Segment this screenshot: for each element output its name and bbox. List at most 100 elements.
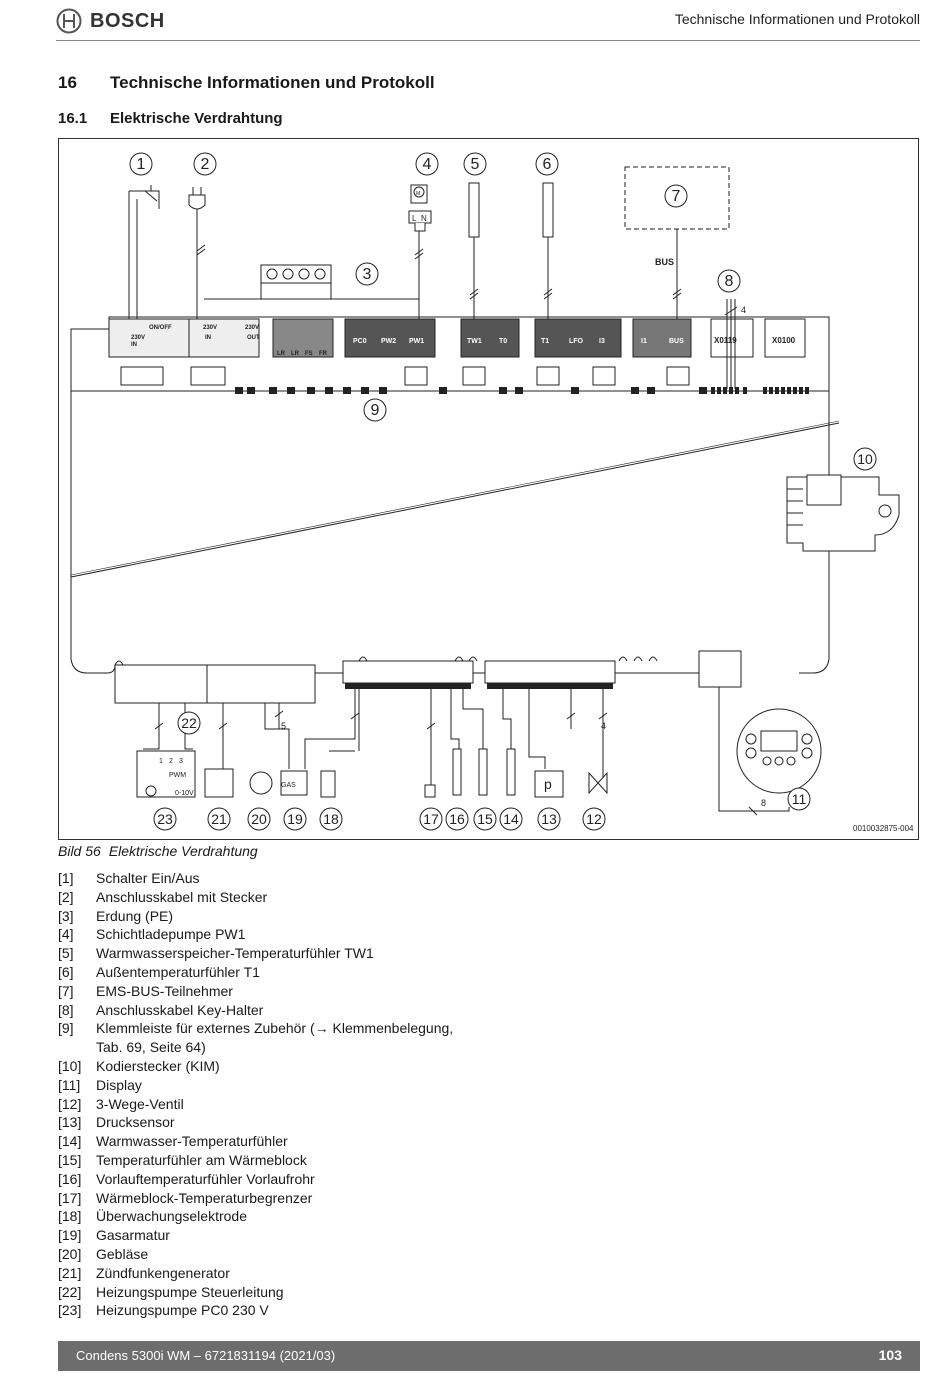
i1-label: I1: [641, 338, 647, 345]
legend-key: [20]: [58, 1245, 82, 1262]
legend-text: Erdung (PE): [96, 907, 174, 924]
page-header: BOSCH Technische Informationen und Proto…: [0, 0, 950, 42]
callout-19: 19: [283, 807, 307, 831]
callout-number: 16: [449, 811, 465, 827]
callout-5: 5: [463, 152, 487, 176]
legend-key: [12]: [58, 1095, 82, 1112]
callout-circle: [193, 152, 217, 176]
wiring-diagram: BUS X0119 X0100 ON/OFF 230V IN 230V IN 2…: [58, 138, 919, 840]
subsection-number: 16.1: [58, 110, 88, 127]
callout-number: 10: [857, 451, 873, 467]
legend-text: Schalter Ein/Aus: [96, 870, 200, 886]
legend-item: [1] Schalter Ein/Aus: [58, 869, 476, 888]
callout-number: 14: [503, 811, 519, 827]
legend-key: [1]: [58, 870, 74, 886]
running-header-title: Technische Informationen und Protokoll: [674, 11, 920, 27]
callout-number: 8: [725, 273, 734, 290]
callout-circle: [283, 807, 307, 831]
legend-key: [17]: [58, 1189, 82, 1206]
in-label-a: IN: [131, 342, 137, 348]
callout-17: 17: [419, 807, 443, 831]
legend-item: [11]Display: [58, 1076, 476, 1095]
figure-id: 0010032875-004: [853, 824, 914, 833]
pc0-terminal-3: 3: [179, 758, 183, 765]
wire-count-display: 8: [761, 798, 766, 808]
legend-key: [7]: [58, 982, 74, 999]
i3-label: I3: [599, 338, 605, 345]
pump-n-label: N: [421, 214, 427, 223]
legend-text: Gasarmatur: [96, 1227, 170, 1244]
callout-number: 2: [201, 156, 210, 173]
wire-count-valve: 4: [601, 721, 606, 731]
page-number: 103: [878, 1347, 902, 1363]
legend-key: [14]: [58, 1133, 82, 1150]
bus-label: BUS: [655, 257, 674, 267]
legend-text: Anschlusskabel Key-Halter: [96, 1001, 264, 1018]
callout-circle: [363, 398, 387, 422]
legend-item: [4]Schichtladepumpe PW1: [58, 925, 476, 944]
callout-number: 18: [323, 811, 339, 827]
callout-number: 4: [423, 156, 432, 173]
legend-item: [12]3-Wege-Ventil: [58, 1095, 476, 1114]
legend-key: [5]: [58, 945, 74, 962]
legend-text: Temperaturfühler am Wärmeblock: [96, 1151, 307, 1168]
legend-text: Vorlauftemperaturfühler Vorlaufrohr: [96, 1170, 315, 1187]
pc0-terminal-1: 1: [159, 758, 163, 765]
figure-caption-text: Elektrische Verdrahtung: [108, 843, 258, 859]
brand-logo: BOSCH: [56, 8, 165, 34]
legend-text: Zündfunkengenerator: [96, 1264, 230, 1281]
legend-text: Anschlusskabel mit Stecker: [96, 888, 268, 905]
brand-name: BOSCH: [90, 9, 165, 32]
v230-in-label-b: 230V: [203, 325, 217, 331]
legend-key: [15]: [58, 1151, 82, 1168]
callout-8: 8: [717, 269, 741, 293]
callout-20: 20: [247, 807, 271, 831]
section-number: 16: [58, 73, 77, 92]
gas-label: GAS: [281, 782, 296, 789]
legend-key: [6]: [58, 963, 74, 980]
pwm-label: PWM: [169, 772, 186, 779]
bus-terminal-label: BUS: [669, 338, 684, 345]
wire-count-key-holder: 4: [741, 305, 746, 315]
callout-circle: [415, 152, 439, 176]
fs-label: FS: [305, 351, 313, 357]
legend-item: [22]Heizungspumpe Steuerleitung: [58, 1283, 476, 1302]
v230-in-label-a: 230V: [131, 335, 145, 341]
callout-circle: [177, 711, 201, 735]
section-heading: 16 Technische Informationen und Protokol…: [58, 73, 435, 93]
x0119-label: X0119: [714, 336, 737, 345]
legend-item: Tab. 69, Seite 64): [58, 1038, 476, 1057]
legend-item: [2]Anschlusskabel mit Stecker: [58, 888, 476, 907]
legend-text: Warmwasser-Temperaturfühler: [96, 1133, 288, 1150]
legend-text: Warmwasserspeicher-Temperaturfühler TW1: [96, 945, 374, 962]
out-label: OUT: [247, 335, 260, 341]
callout-circle: [664, 184, 688, 208]
legend-text: Schichtladepumpe PW1: [96, 926, 246, 943]
wire-count-fan: 5: [281, 721, 286, 731]
onoff-label: ON/OFF: [149, 325, 172, 331]
callout-circle: [499, 807, 523, 831]
subsection-heading: 16.1 Elektrische Verdrahtung: [58, 110, 283, 127]
callout-11: 11: [787, 787, 811, 811]
pump-m-label: M: [416, 191, 420, 197]
callout-10: 10: [853, 447, 877, 471]
legend-key: [58, 1038, 96, 1057]
legend-key: [23]: [58, 1302, 82, 1319]
callout-circle: [247, 807, 271, 831]
callout-3: 3: [355, 262, 379, 286]
legend-list: [1] Schalter Ein/Aus [2]Anschlusskabel mi…: [58, 869, 476, 1320]
callout-number: 13: [541, 811, 557, 827]
pc0-terminal-2: 2: [169, 758, 173, 765]
callout-circle: [153, 807, 177, 831]
callout-22: 22: [177, 711, 201, 735]
callout-7: 7: [664, 184, 688, 208]
page-footer: Condens 5300i WM – 6721831194 (2021/03) …: [58, 1341, 920, 1371]
callout-number: 20: [251, 811, 267, 827]
callout-number: 5: [471, 156, 480, 173]
legend-text: EMS-BUS-Teilnehmer: [96, 982, 233, 999]
legend-item: [5] Warmwasserspeicher-Temperaturfühler T…: [58, 944, 476, 963]
callout-1: 1: [129, 152, 153, 176]
callout-2: 2: [193, 152, 217, 176]
callout-circle: [129, 152, 153, 176]
legend-item: [19]Gasarmatur: [58, 1226, 476, 1245]
